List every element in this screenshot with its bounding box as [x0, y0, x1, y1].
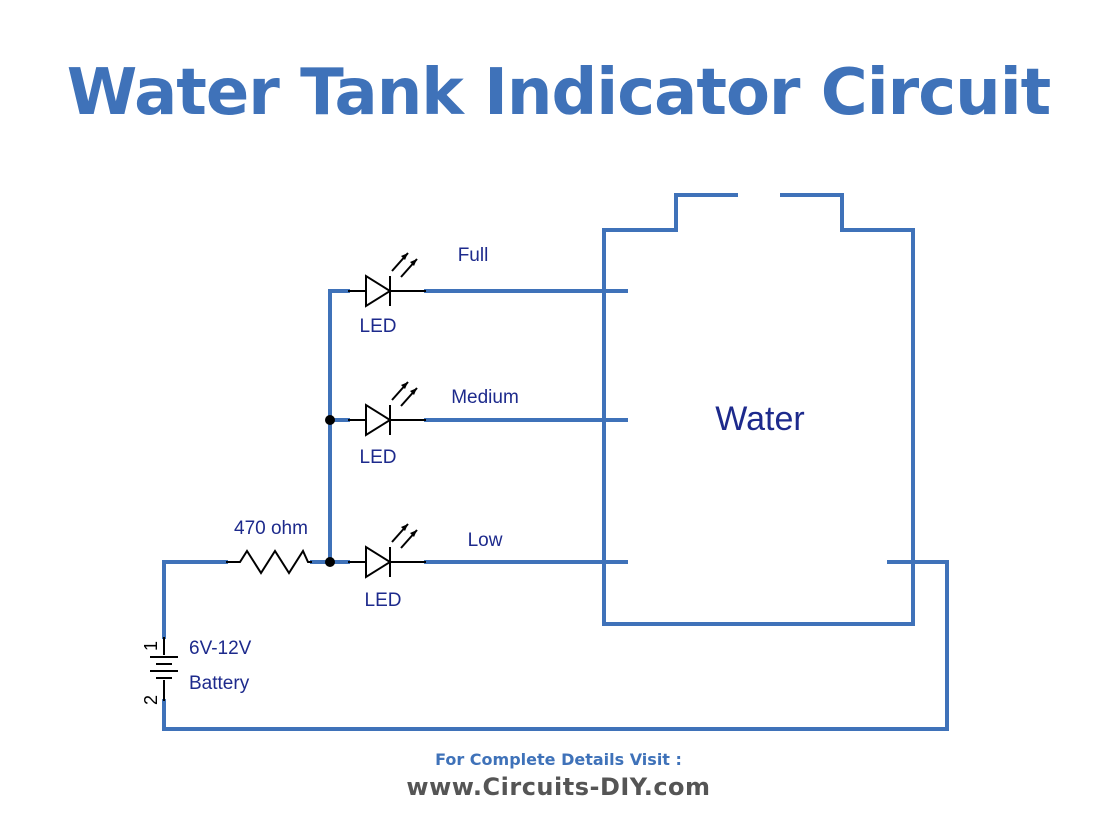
return-wire — [162, 560, 949, 731]
led-low: LED — [348, 523, 426, 611]
tank-label: Water — [715, 400, 804, 438]
level-label-medium: Medium — [451, 387, 519, 408]
battery-wire — [162, 560, 228, 639]
led-full: LED — [348, 252, 426, 337]
battery-voltage: 6V-12V — [189, 638, 252, 659]
water-tank: Water — [602, 193, 915, 626]
bus-wire — [328, 289, 350, 564]
led-medium: LED — [348, 381, 426, 468]
battery-symbol: 1 2 6V-12V Battery — [141, 637, 252, 705]
level-label-low: Low — [468, 530, 503, 551]
page-title: Water Tank Indicator Circuit — [66, 56, 1052, 130]
resistor-label: 470 ohm — [234, 518, 308, 539]
tank-neck-left — [602, 193, 738, 232]
junction-dot-medium — [325, 415, 335, 425]
led-label-medium: LED — [360, 447, 397, 468]
battery-pin-1: 1 — [141, 641, 161, 651]
resistor-symbol: 470 ohm — [226, 518, 312, 575]
led-label-low: LED — [365, 590, 402, 611]
level-label-full: Full — [458, 245, 489, 266]
battery-pin-2: 2 — [141, 695, 161, 705]
battery-label: Battery — [189, 673, 250, 694]
led-label-full: LED — [360, 316, 397, 337]
junction-dot-low — [325, 557, 335, 567]
footer-caption: For Complete Details Visit : — [435, 750, 682, 769]
tank-outline — [602, 193, 915, 626]
footer-website: www.Circuits-DIY.com — [406, 773, 711, 801]
